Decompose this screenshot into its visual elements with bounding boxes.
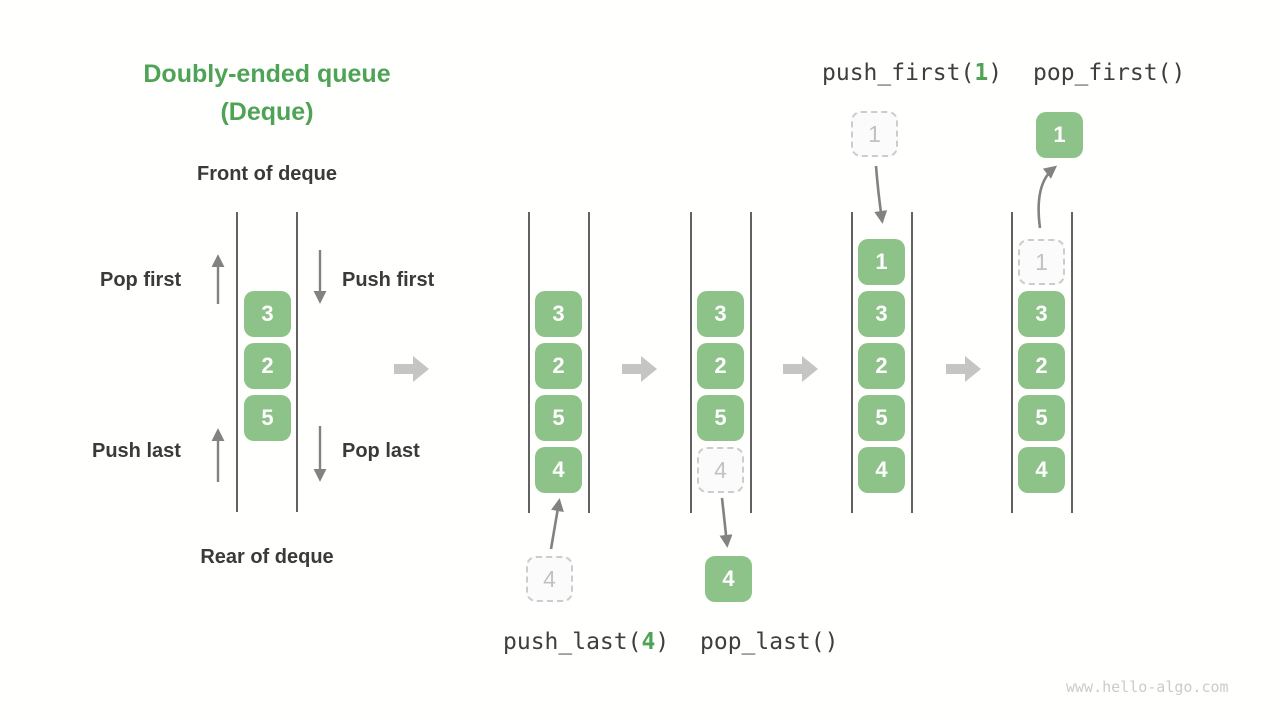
- pop-first-label: Pop first: [100, 269, 182, 291]
- deque-cell: 2: [858, 343, 905, 389]
- push-first-label: Push first: [342, 269, 435, 291]
- deque-cell: 3: [535, 291, 582, 337]
- push-first-op-label: push_first(1): [822, 60, 1002, 86]
- push-last-label: Push last: [92, 440, 181, 462]
- pop-first-up-arrow-icon: [211, 254, 225, 304]
- deque-cell: 5: [535, 395, 582, 441]
- deque-cell: 5: [858, 395, 905, 441]
- deque-wall: [236, 212, 238, 512]
- op-prefix: push_last(: [503, 629, 642, 655]
- incoming-ghost-cell: 1: [851, 111, 898, 157]
- op-prefix: push_first(: [822, 60, 975, 86]
- deque-cell: 3: [1018, 291, 1065, 337]
- outgoing-cell: 1: [1036, 112, 1083, 158]
- deque-wall: [296, 212, 298, 512]
- deque-cell: 2: [535, 343, 582, 389]
- pop-last-label: Pop last: [342, 440, 420, 462]
- title-line2: (Deque): [220, 98, 314, 126]
- transition-arrow-icon: [622, 356, 657, 382]
- deque-cell: 3: [697, 291, 744, 337]
- push-first-connector-arrow-icon: [874, 165, 888, 224]
- deque-wall: [851, 212, 853, 513]
- deque-wall: [1011, 212, 1013, 513]
- deque-cell: 2: [1018, 343, 1065, 389]
- push-last-op-label: push_last(4): [503, 629, 669, 655]
- deque-cell: 5: [697, 395, 744, 441]
- deque-cell: 4: [535, 447, 582, 493]
- deque-wall: [1071, 212, 1073, 513]
- incoming-ghost-cell: 4: [526, 556, 573, 602]
- push-last-connector-arrow-icon: [549, 498, 564, 550]
- op-arg: 4: [641, 629, 656, 655]
- op-suffix: ): [988, 60, 1003, 86]
- pop-first-op-label: pop_first(): [1033, 60, 1186, 86]
- deque-cell: 5: [244, 395, 291, 441]
- title-line1: Doubly-ended queue: [143, 60, 391, 88]
- op-arg: 1: [974, 60, 989, 86]
- deque-wall: [528, 212, 530, 513]
- deque-cell: 3: [244, 291, 291, 337]
- op-suffix: ): [655, 629, 670, 655]
- rear-of-deque-label: Rear of deque: [200, 546, 334, 568]
- transition-arrow-icon: [783, 356, 818, 382]
- outgoing-cell: 4: [705, 556, 752, 602]
- transition-arrow-icon: [946, 356, 981, 382]
- front-of-deque-label: Front of deque: [197, 163, 337, 185]
- deque-wall: [750, 212, 752, 513]
- pop-last-op-label: pop_last(): [700, 629, 839, 655]
- deque-wall: [690, 212, 692, 513]
- deque-cell: 2: [244, 343, 291, 389]
- deque-cell: 2: [697, 343, 744, 389]
- deque-cell: 4: [1018, 447, 1065, 493]
- pop-first-connector-arrow-icon: [1037, 165, 1058, 229]
- removed-ghost-cell: 4: [697, 447, 744, 493]
- deque-cell: 5: [1018, 395, 1065, 441]
- removed-ghost-cell: 1: [1018, 239, 1065, 285]
- transition-arrow-icon: [394, 356, 429, 382]
- watermark: www.hello-algo.com: [1066, 678, 1229, 696]
- deque-cell: 1: [858, 239, 905, 285]
- deque-wall: [588, 212, 590, 513]
- page-title: Doubly-ended queue (Deque): [97, 55, 437, 131]
- deque-cell: 3: [858, 291, 905, 337]
- deque-cell: 4: [858, 447, 905, 493]
- pop-last-down-arrow-icon: [313, 426, 327, 482]
- push-last-up-arrow-icon: [211, 428, 225, 482]
- pop-last-connector-arrow-icon: [719, 497, 733, 548]
- deque-wall: [911, 212, 913, 513]
- push-first-down-arrow-icon: [313, 250, 327, 304]
